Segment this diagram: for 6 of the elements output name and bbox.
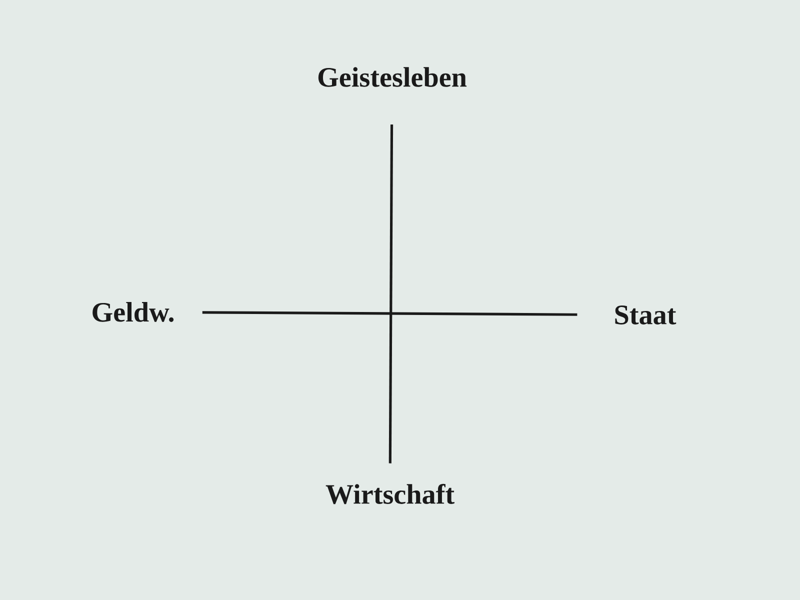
axis-label: Wirtschaft	[326, 484, 454, 504]
axis-label: Staat	[615, 306, 676, 324]
line	[202, 311, 578, 316]
line	[388, 124, 394, 464]
axis-label: Geldw.	[92, 302, 174, 322]
axis-label: Geistesleben	[318, 67, 467, 87]
